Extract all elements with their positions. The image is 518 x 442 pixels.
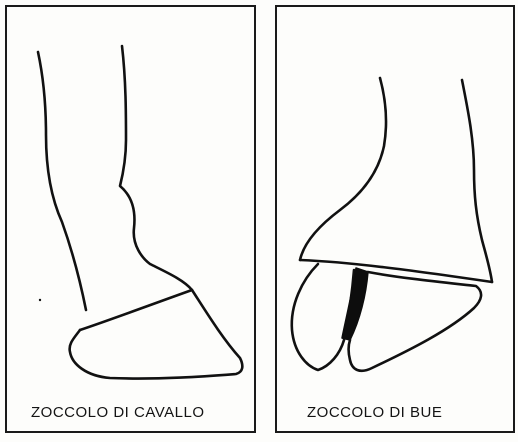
horse-hoof-caption: ZOCCOLO DI CAVALLO <box>31 404 204 421</box>
ox-leg-back-line <box>462 80 492 282</box>
horse-coronet-line <box>80 290 192 330</box>
horse-hoof-drawing <box>38 46 242 379</box>
ink-speck <box>39 299 41 301</box>
ox-hoof-drawing <box>292 78 492 371</box>
ox-coronet-line <box>300 260 492 282</box>
ox-rear-claw <box>349 272 482 371</box>
horse-leg-front-line <box>38 52 86 310</box>
horse-leg-back-line <box>120 46 192 290</box>
left-panel-frame <box>6 6 255 432</box>
ox-hoof-caption: ZOCCOLO DI BUE <box>307 404 442 421</box>
ox-claw-cleft <box>342 268 368 340</box>
ox-front-claw <box>292 264 354 370</box>
ox-leg-front-line <box>300 78 386 260</box>
